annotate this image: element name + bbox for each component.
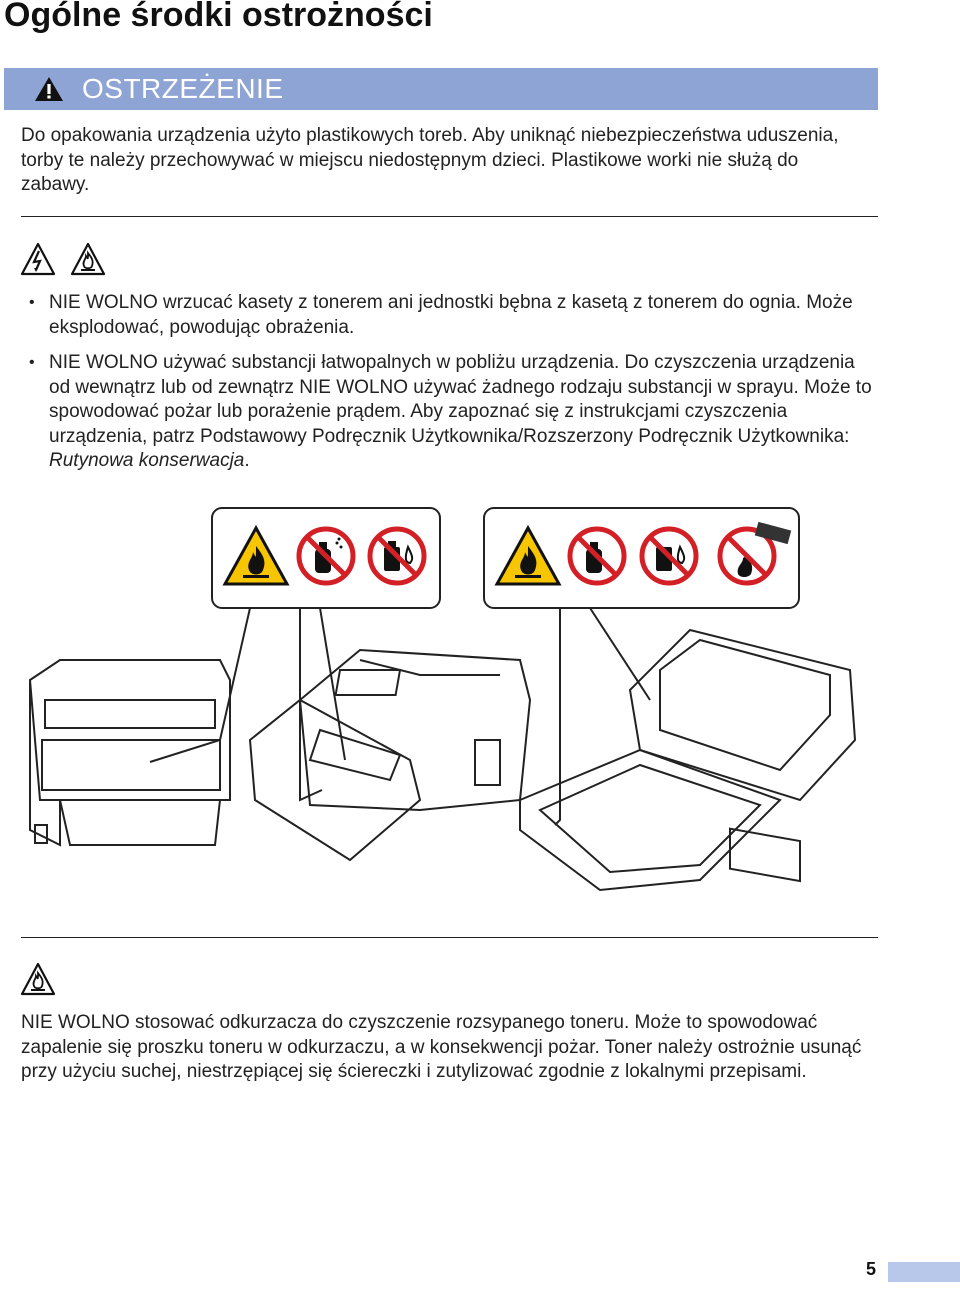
warning-triangle-icon bbox=[35, 77, 63, 101]
warning-banner: OSTRZEŻENIE bbox=[4, 68, 878, 110]
page-tab bbox=[888, 1262, 960, 1282]
no-flammable-liquid-icon bbox=[367, 526, 427, 586]
page-number: 5 bbox=[866, 1259, 877, 1279]
divider bbox=[21, 216, 878, 217]
vacuum-warning: NIE WOLNO stosować odkurzacza do czyszcz… bbox=[21, 1012, 862, 1082]
no-fire-toner-icon bbox=[717, 521, 792, 586]
plastic-bags-warning: Do opakowania urządzenia użyto plastikow… bbox=[21, 125, 839, 195]
electric-shock-icon bbox=[20, 242, 56, 276]
fire-hazard-icon bbox=[70, 242, 106, 276]
no-spray-icon bbox=[296, 526, 356, 586]
fire-hazard-icon bbox=[20, 962, 56, 996]
warning-label: OSTRZEŻENIE bbox=[82, 73, 284, 104]
hazard-icons bbox=[20, 242, 106, 276]
divider bbox=[21, 937, 878, 938]
page-title: Ogólne środki ostrożności bbox=[4, 0, 433, 34]
list-item: NIE WOLNO wrzucać kasety z tonerem ani j… bbox=[21, 291, 881, 340]
machine-safety-illustration bbox=[28, 507, 857, 892]
list-item: NIE WOLNO używać substancji łatwopalnych… bbox=[21, 351, 881, 474]
hazard-bullet-list: NIE WOLNO wrzucać kasety z tonerem ani j… bbox=[21, 291, 881, 485]
flame-warning-icon bbox=[222, 524, 290, 586]
